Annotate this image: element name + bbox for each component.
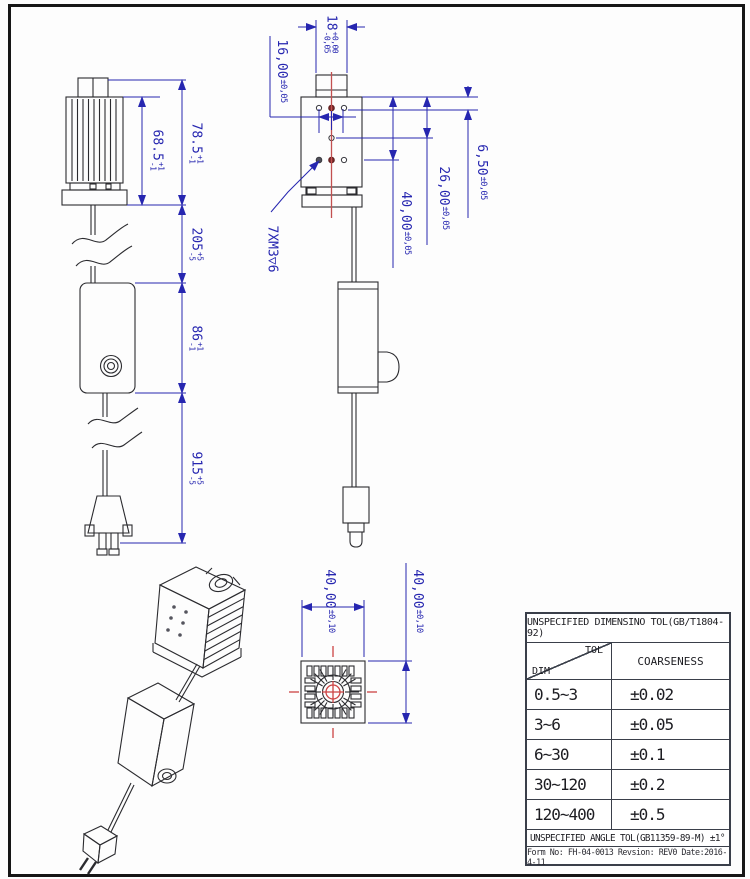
side-view — [61, 77, 143, 556]
dim-18: 18 +0,00-0,05 — [323, 14, 340, 54]
header-diagonal-cell: TOL DIM — [527, 643, 612, 679]
dim-40-00-side: 40,00 ±0,05 — [398, 191, 414, 255]
isometric-holes — [166, 605, 188, 637]
dim-6-50: 6,50 ±0,05 — [474, 144, 490, 200]
table-row: 3~6 ±0.05 — [527, 710, 729, 740]
bottom-view-centerlines — [289, 646, 377, 738]
dim-86: 86 +1-1 — [188, 325, 205, 351]
header-coarseness: COARSENESS — [637, 654, 704, 668]
dim-40-00-bottom-width: 40,00 ±0,10 — [322, 569, 338, 633]
table-row: 30~120 ±0.2 — [527, 770, 729, 800]
dimension-lines — [108, 20, 478, 724]
table-row: 120~400 ±0.5 — [527, 800, 729, 830]
dim-68-5: 68.5 +1-1 — [149, 129, 166, 171]
dim-26-00: 26,00 ±0,05 — [436, 166, 452, 230]
dim-16-00: 16,00 ±0,05 — [274, 39, 290, 103]
dim-78-5: 78.5 +1-1 — [188, 122, 205, 164]
tolerance-table-header: TOL DIM COARSENESS — [527, 643, 729, 680]
tolerance-table-title: UNSPECIFIED DIMENSINO TOL(GB/T1804-92) — [527, 614, 729, 643]
sheet-border — [8, 4, 745, 877]
front-view — [300, 74, 400, 548]
isometric-view — [79, 566, 247, 875]
table-row: 6~30 ±0.1 — [527, 740, 729, 770]
dim-915: 915 +5-5 — [188, 451, 205, 485]
tolerance-table: UNSPECIFIED DIMENSINO TOL(GB/T1804-92) T… — [525, 612, 731, 867]
dim-205: 205 +5-5 — [188, 227, 205, 261]
form-revision-note: Form No: FH-04-0013 Revsion: REV0 Date:2… — [527, 847, 727, 867]
bottom-view — [300, 660, 366, 724]
thread-callout-7xm3: 7XM3▽6 — [264, 225, 280, 273]
table-row: 0.5~3 ±0.02 — [527, 680, 729, 710]
dim-40-00-bottom-height: 40,00 ±0,10 — [410, 569, 426, 633]
angle-tolerance-note: UNSPECIFIED ANGLE TOL(GB11359-89-M) ±1° — [527, 830, 729, 847]
